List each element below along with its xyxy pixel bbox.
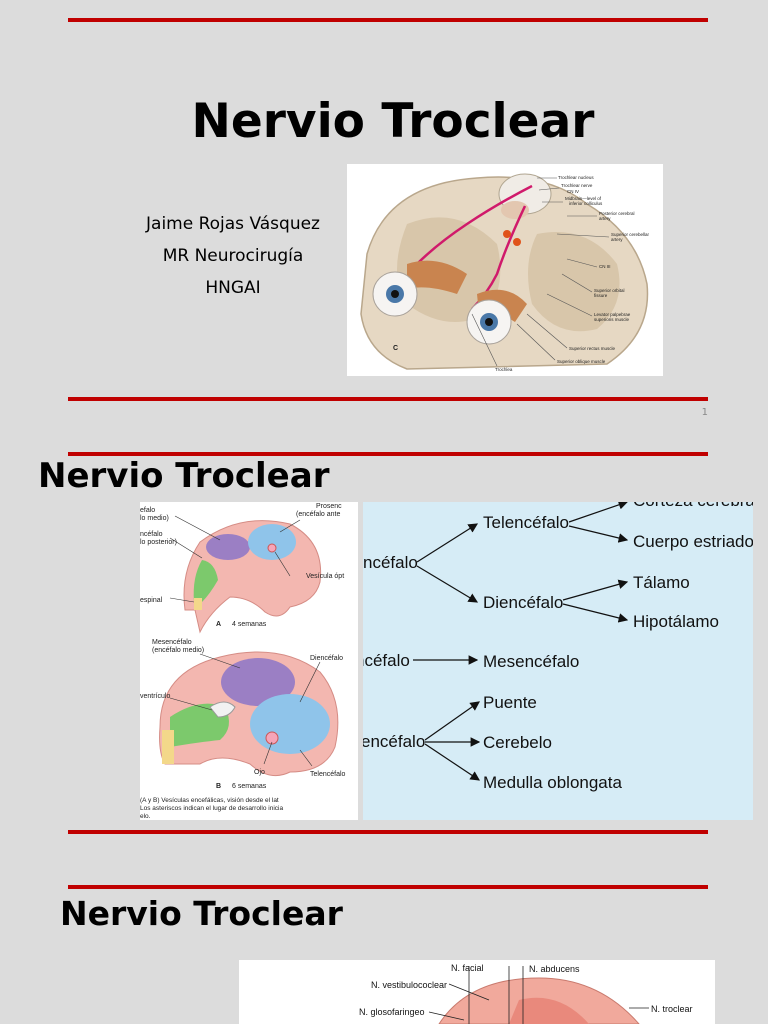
orbit-anatomy-figure: Trochlear nucleus Trochlear nerve CN IV … bbox=[347, 164, 663, 376]
label-levator: Levator palpebrae bbox=[594, 312, 631, 317]
embryo-label-4: lo posterior) bbox=[140, 539, 177, 546]
slide-1: Nervio Troclear Jaime Rojas Vásquez MR N… bbox=[0, 0, 768, 430]
slide-number: 1 bbox=[701, 407, 708, 418]
bottom-rule bbox=[68, 397, 708, 401]
slide-3: Nervio Troclear N. facial N. abducens N.… bbox=[0, 860, 768, 1024]
label-trochlear-nucleus: Trochlear nucleus bbox=[558, 175, 594, 180]
embryo-label-prosenc: Prosenc bbox=[316, 503, 342, 510]
label-cn-iii: CN III bbox=[599, 264, 611, 269]
label-n-troclear: N. troclear bbox=[651, 1004, 693, 1014]
tree-cuerpo: Cuerpo estriado bbox=[633, 532, 753, 551]
tree-talamo: Tálamo bbox=[633, 573, 690, 592]
tree-mesencefalo: Mesencéfalo bbox=[483, 652, 579, 671]
embryo-label-vesicula: Vesícula ópt bbox=[306, 573, 344, 580]
embryo-label-mesencefalo: Mesencéfalo bbox=[152, 639, 192, 646]
label-superior-cerebellar: Superior cerebellar bbox=[611, 232, 650, 237]
top-rule bbox=[68, 18, 708, 22]
embryo-label-ventriculo: ventrículo bbox=[140, 693, 170, 700]
label-inferior-colliculus: inferior colliculus bbox=[569, 201, 603, 206]
top-rule bbox=[68, 885, 708, 889]
embryo-label-b: B bbox=[216, 783, 221, 790]
label-n-glosofaringeo: N. glosofaringeo bbox=[359, 1007, 425, 1017]
brainstem-nerves-figure: N. facial N. abducens N. vestibulococlea… bbox=[239, 960, 715, 1024]
author-block: Jaime Rojas Vásquez MR Neurocirugía HNGA… bbox=[118, 208, 348, 304]
panel-letter: C bbox=[393, 345, 398, 352]
embryo-label-encefalo-medio: (encéfalo medio) bbox=[152, 647, 204, 654]
tree-root-3: encéfalo bbox=[363, 732, 425, 751]
bottom-rule bbox=[68, 830, 708, 834]
author-hospital: HNGAI bbox=[205, 278, 261, 298]
label-fissure: fissure bbox=[594, 293, 608, 298]
slide-title: Nervio Troclear bbox=[38, 456, 330, 496]
tree-hipotalamo: Hipotálamo bbox=[633, 612, 719, 631]
brain-divisions-tree: ncéfalo Telencéfalo Corteza cerebral Cue… bbox=[363, 502, 753, 820]
tree-medulla: Medulla oblongata bbox=[483, 773, 622, 792]
tree-cerebelo: Cerebelo bbox=[483, 733, 552, 752]
embryo-label-b-weeks: 6 semanas bbox=[232, 783, 267, 790]
tree-diencefalo: Diencéfalo bbox=[483, 593, 563, 612]
embryo-label-5: espinal bbox=[140, 597, 163, 604]
embryo-caption-2: Los asteriscos indican el lugar de desar… bbox=[140, 805, 283, 812]
slide-title: Nervio Troclear bbox=[60, 894, 343, 933]
embryo-label-encefalo-ante: (encéfalo ante bbox=[296, 511, 340, 518]
slide-2: Nervio Troclear bbox=[0, 430, 768, 860]
embryo-label-3: ncéfalo bbox=[140, 531, 163, 538]
label-superioris: superioris muscle bbox=[594, 317, 630, 322]
label-artery-2: artery bbox=[611, 237, 623, 242]
author-role: MR Neurocirugía bbox=[162, 246, 304, 266]
tree-root-2: ncéfalo bbox=[363, 651, 410, 670]
label-cn-iv: CN IV bbox=[567, 189, 579, 194]
embryo-label-diencefalo: Diencéfalo bbox=[310, 655, 343, 662]
label-midbrain: Midbrain—level of bbox=[565, 196, 602, 201]
embryo-vesicles-figure: efalo lo medio) ncéfalo lo posterior) es… bbox=[140, 502, 358, 820]
embryo-label-a-weeks: 4 semanas bbox=[232, 621, 267, 628]
label-n-facial: N. facial bbox=[451, 963, 484, 973]
top-rule bbox=[68, 452, 708, 456]
embryo-caption-3: elo. bbox=[140, 813, 151, 820]
tree-telencefalo: Telencéfalo bbox=[483, 513, 569, 532]
embryo-label-ojo: Ojo bbox=[254, 769, 265, 776]
embryo-label-1: efalo bbox=[140, 507, 155, 514]
label-posterior-cerebral: Posterior cerebral bbox=[599, 211, 635, 216]
label-superior-rectus: Superior rectus muscle bbox=[569, 346, 616, 351]
slide-title: Nervio Troclear bbox=[191, 94, 595, 149]
tree-puente: Puente bbox=[483, 693, 537, 712]
embryo-label-telencefalo: Telencéfalo bbox=[310, 771, 346, 778]
embryo-label-2: lo medio) bbox=[140, 515, 169, 522]
label-trochlear-nerve: Trochlear nerve bbox=[561, 183, 593, 188]
label-superior-orbital: Superior orbital bbox=[594, 288, 625, 293]
label-artery-1: artery bbox=[599, 216, 611, 221]
author-name: Jaime Rojas Vásquez bbox=[146, 214, 320, 234]
embryo-caption-1: (A y B) Vesículas encefálicas, visión de… bbox=[140, 797, 279, 804]
embryo-label-a: A bbox=[216, 621, 221, 628]
tree-corteza: Corteza cerebral bbox=[633, 502, 753, 510]
label-n-abducens: N. abducens bbox=[529, 964, 580, 974]
label-n-vestibulococlear: N. vestibulococlear bbox=[371, 980, 447, 990]
tree-root-1: ncéfalo bbox=[363, 553, 418, 572]
label-trochlea: Trochlea bbox=[495, 367, 513, 372]
label-superior-oblique: Superior oblique muscle bbox=[557, 359, 606, 364]
